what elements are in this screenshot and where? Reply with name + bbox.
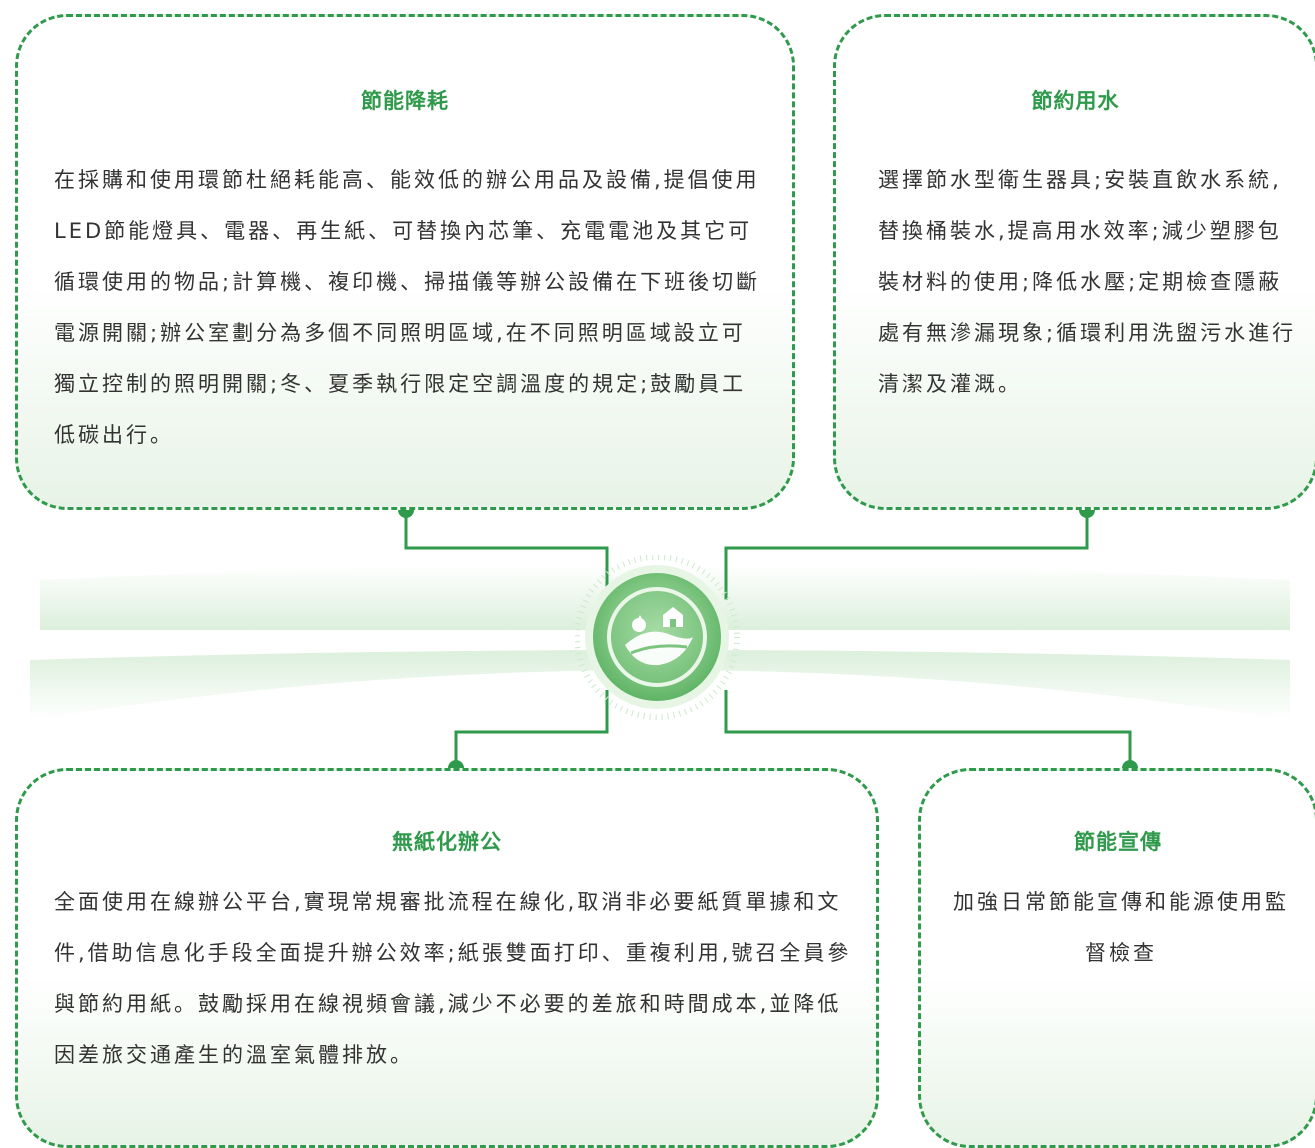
card-title: 節約用水 (1031, 89, 1120, 113)
background-band-lower (30, 650, 1290, 720)
card-title: 節能宣傳 (1074, 830, 1162, 854)
card-energy-saving: 節能降耗 在採購和使用環節杜絕耗能高、能效低的辦公用品及設備,提倡使用LED節能… (15, 14, 795, 510)
card-body: 在採購和使用環節杜絕耗能高、能效低的辦公用品及設備,提倡使用LED節能燈具、電器… (54, 168, 761, 447)
card-body: 全面使用在線辦公平台,實現常規審批流程在線化,取消非必要紙質單據和文件,借助信息… (54, 890, 852, 1067)
card-water-saving: 節約用水 選擇節水型衛生器具;安裝直飲水系統,替換桶裝水,提高用水效率;減少塑膠… (833, 14, 1315, 510)
card-title: 無紙化辦公 (392, 830, 502, 854)
card-title: 節能降耗 (361, 89, 449, 113)
green-landscape-icon (575, 555, 740, 720)
card-body: 選擇節水型衛生器具;安裝直飲水系統,替換桶裝水,提高用水效率;減少塑膠包裝材料的… (878, 168, 1297, 396)
card-body: 加強日常節能宣傳和能源使用監督檢查 (953, 890, 1289, 965)
card-energy-promotion: 節能宣傳 加強日常節能宣傳和能源使用監督檢查 (918, 768, 1315, 1148)
card-paperless-office: 無紙化辦公 全面使用在線辦公平台,實現常規審批流程在線化,取消非必要紙質單據和文… (15, 768, 879, 1148)
